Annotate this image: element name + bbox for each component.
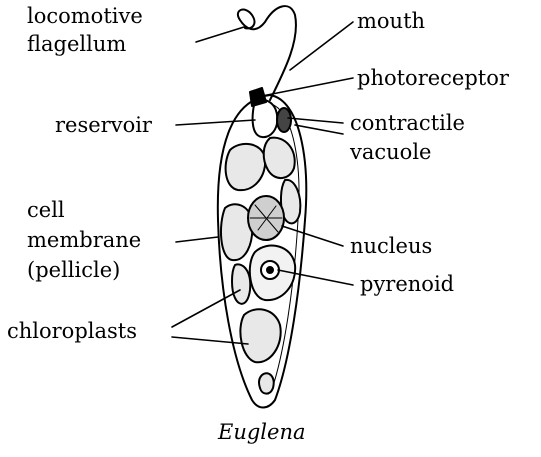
label-reservoir: reservoir <box>55 113 152 138</box>
leader-reservoir <box>176 120 255 125</box>
flagellum-shape <box>238 6 296 100</box>
label-pellicle: (pellicle) <box>27 258 120 283</box>
leader-mouth <box>290 22 353 70</box>
leader-cell-membrane <box>176 237 218 242</box>
label-locomotive: locomotive <box>27 4 143 29</box>
chloroplast-1 <box>226 144 266 190</box>
label-nucleus: nucleus <box>350 234 432 259</box>
label-vacuole: vacuole <box>350 140 431 165</box>
leader-contractile-2 <box>295 125 343 134</box>
photoreceptor-shape <box>250 88 266 106</box>
label-contractile: contractile <box>350 111 465 136</box>
leader-chloroplasts-1 <box>172 290 240 327</box>
label-flagellum: flagellum <box>27 32 126 57</box>
label-pyrenoid: pyrenoid <box>360 272 454 297</box>
label-chloroplasts: chloroplasts <box>7 319 137 344</box>
label-membrane: membrane <box>27 228 141 253</box>
leader-nucleus <box>282 226 343 246</box>
chloroplast-5 <box>232 264 250 303</box>
label-photoreceptor: photoreceptor <box>357 66 509 91</box>
chloroplast-2 <box>264 138 295 178</box>
chloroplast-6 <box>240 309 280 362</box>
chloroplast-7 <box>259 373 274 393</box>
contractile-vacuole-shape <box>277 108 291 132</box>
caption: Euglena <box>218 420 306 445</box>
label-mouth: mouth <box>357 9 425 34</box>
leader-flagellum <box>196 27 244 42</box>
label-cell: cell <box>27 198 65 223</box>
leader-chloroplasts-2 <box>172 337 248 344</box>
